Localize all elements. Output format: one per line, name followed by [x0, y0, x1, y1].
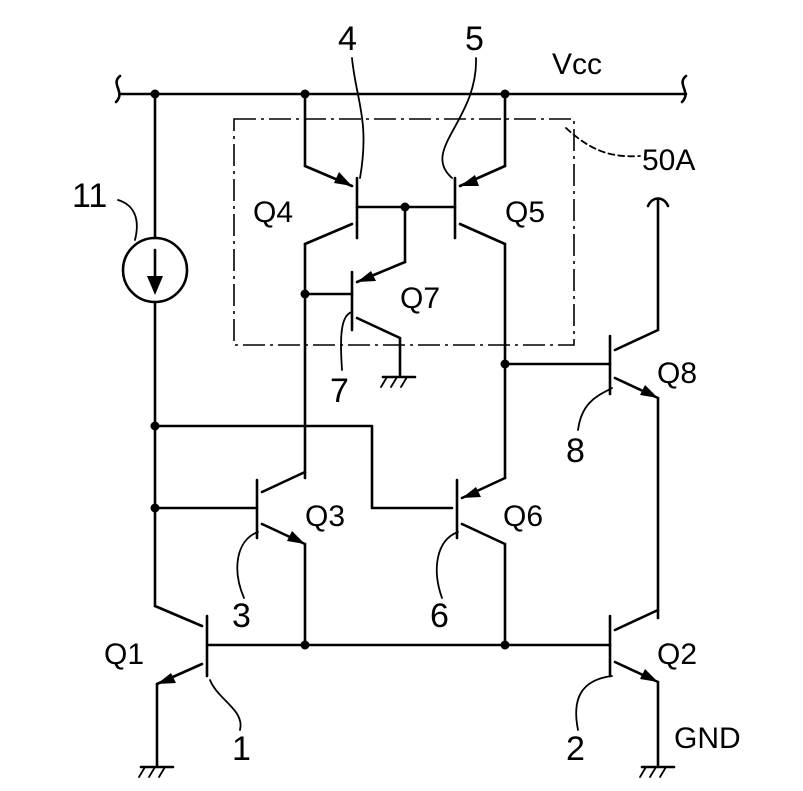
ref-1-leader: [209, 679, 242, 731]
vcc-rail: [114, 74, 688, 104]
current-source-label: 11: [72, 177, 107, 215]
vcc-label: Vcc: [552, 48, 602, 81]
q2-label: Q2: [657, 638, 697, 671]
transistor-q6: [455, 476, 507, 647]
ref-4: 4: [338, 20, 357, 58]
ref-2: 2: [566, 730, 585, 768]
ref-8: 8: [566, 432, 585, 470]
q6-label: Q6: [503, 500, 543, 533]
junction-dot: [400, 202, 410, 212]
junction-dot: [150, 421, 160, 431]
region-50a-label: 50A: [642, 144, 695, 177]
transistor-q1: [153, 604, 209, 767]
region-50a-leader: [565, 127, 641, 158]
ref-8-leader: [577, 387, 613, 431]
q7-label: Q7: [400, 282, 440, 315]
transistor-q7: [303, 205, 407, 377]
ref-7-leader: [340, 311, 353, 371]
junction-dot: [500, 640, 510, 650]
current-source-11: [121, 92, 189, 608]
junction-dot: [300, 289, 310, 299]
q5-label: Q5: [505, 196, 545, 229]
q6-base-wire: [153, 424, 454, 510]
junction-dot: [500, 89, 510, 99]
transistor-q8: [608, 197, 670, 620]
transistor-q3: [153, 470, 307, 647]
ref-1: 1: [232, 730, 251, 768]
ground-symbol-q2: [639, 765, 676, 778]
ref-3-leader: [236, 531, 259, 599]
gnd-label: GND: [674, 722, 741, 755]
ref-6: 6: [430, 597, 449, 635]
ref-6-leader: [435, 531, 459, 599]
region-50a-box: [233, 118, 575, 346]
ref-4-leader: [351, 57, 365, 179]
junction-dots: [150, 89, 510, 650]
transistor-q4: [303, 92, 457, 480]
ref-5-leader: [441, 57, 477, 179]
ref-5: 5: [465, 20, 484, 58]
ref-7: 7: [330, 372, 349, 410]
q3-label: Q3: [305, 500, 345, 533]
transistor-q2: [608, 608, 660, 767]
junction-dot: [300, 89, 310, 99]
junction-dot: [300, 640, 310, 650]
current-source-leader: [117, 199, 138, 241]
ground-symbol-q1: [138, 765, 175, 778]
transistor-q5: [453, 92, 507, 480]
q4-label: Q4: [253, 196, 293, 229]
ref-2-leader: [575, 675, 613, 731]
q8-label: Q8: [657, 357, 697, 390]
junction-dot: [500, 359, 510, 369]
ref-3: 3: [232, 597, 251, 635]
junction-dot: [150, 503, 160, 513]
ground-symbol-q7: [380, 375, 417, 388]
junction-dot: [150, 89, 160, 99]
q1-label: Q1: [104, 638, 144, 671]
